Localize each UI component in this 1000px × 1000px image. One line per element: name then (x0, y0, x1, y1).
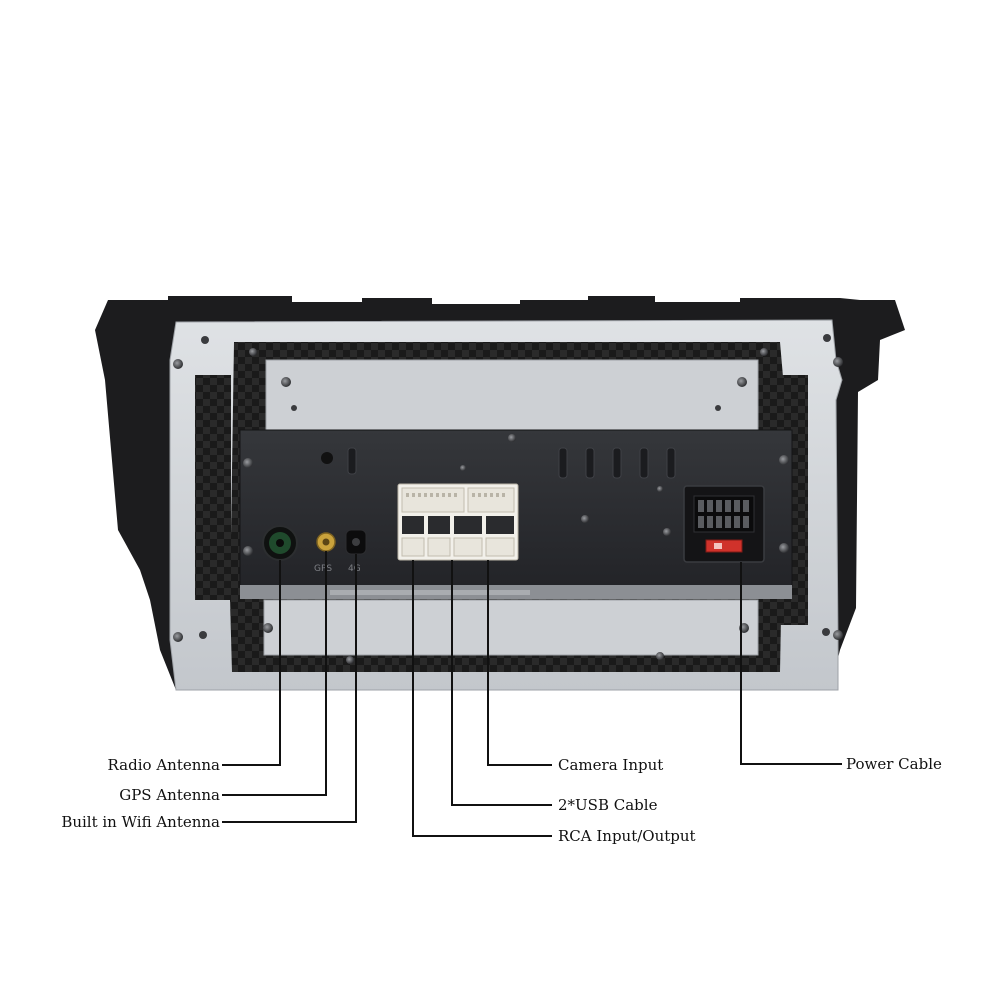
label-rca-io: RCA Input/Output (558, 827, 696, 845)
leader-power-cable (740, 562, 842, 765)
label-camera-input: Camera Input (558, 756, 664, 774)
label-gps-antenna: GPS Antenna (119, 786, 220, 804)
leader-lines (222, 551, 842, 837)
wifi-port-mark: 4G (348, 564, 361, 574)
radio-antenna-port (262, 525, 298, 561)
leader-wifi-antenna (222, 554, 357, 823)
power-connector (683, 485, 765, 563)
leader-gps-antenna (222, 551, 327, 796)
leader-camera-input (487, 560, 552, 766)
label-radio-antenna: Radio Antenna (107, 756, 220, 774)
gps-port-mark: GPS (314, 564, 332, 574)
label-power-cable: Power Cable (846, 755, 942, 773)
multi-connector-block (397, 483, 519, 561)
leader-usb-cable (451, 560, 552, 806)
label-usb-cable: 2*USB Cable (558, 796, 658, 814)
label-wifi-antenna: Built in Wifi Antenna (61, 813, 220, 831)
leader-radio-antenna (222, 560, 281, 766)
leader-rca-io (412, 560, 552, 837)
